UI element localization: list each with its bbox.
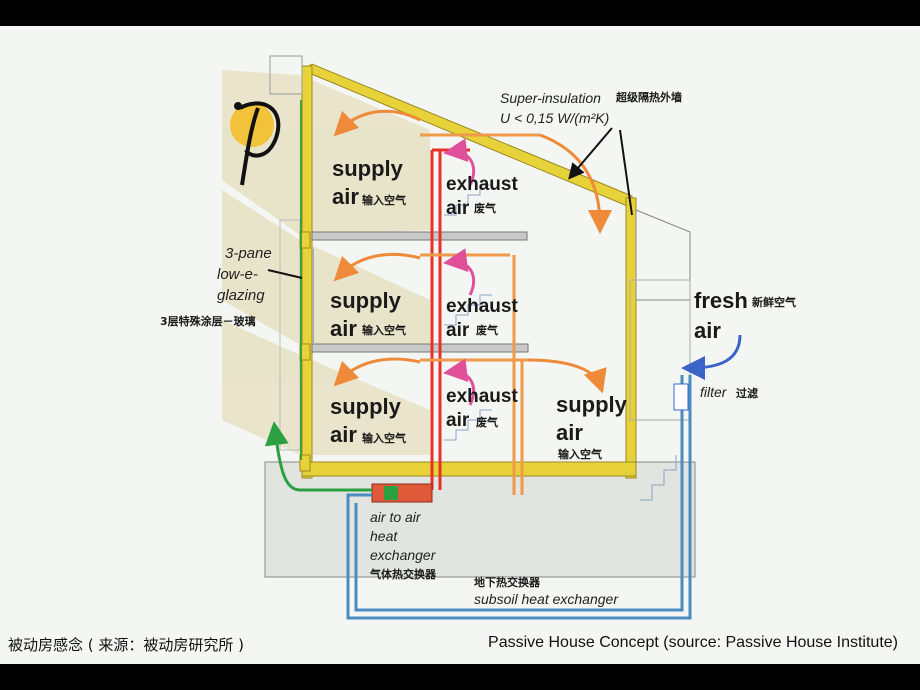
passive-house-logo-icon: [230, 101, 281, 186]
supply-label-3: supply: [330, 394, 402, 419]
supply-cn-3: 输入空气: [362, 431, 406, 445]
glazing-line-2: low-e-: [217, 266, 258, 283]
glazing-line-3: glazing: [217, 287, 265, 304]
exhaust-cn-2: 废气: [476, 323, 498, 337]
exhaust-label-1: exhaust: [446, 174, 518, 195]
super-insulation-cn: 超级隔热外墙: [615, 90, 682, 104]
basement: [264, 461, 696, 578]
outlet-air-arrow: [264, 421, 372, 492]
filter-unit: [673, 383, 689, 411]
supply-label-4: supply: [556, 392, 628, 417]
filter-cn: 过滤: [736, 386, 758, 400]
air-label-4: air: [556, 420, 583, 445]
supply-label-1: supply: [332, 156, 404, 181]
hx-line-1: air to air: [370, 509, 422, 525]
supply-cn-1: 输入空气: [362, 193, 406, 207]
hx-line-2: heat: [370, 528, 398, 544]
hx-line-3: exchanger: [370, 547, 437, 563]
air-label-2: air: [330, 316, 357, 341]
exhaust-air-label-3: air: [446, 410, 470, 431]
fresh-cn: 新鲜空气: [752, 295, 796, 309]
glazing-cn: 3层特殊涂层－玻璃: [160, 314, 256, 328]
air-label-3: air: [330, 422, 357, 447]
subsoil-duct: [346, 375, 692, 620]
exhaust-label-3: exhaust: [446, 386, 518, 407]
supply-label-2: supply: [330, 288, 402, 313]
subsoil-cn: 地下热交换器: [474, 575, 541, 589]
slide: supply air 输入空气 exhaust air 废气 supply ai…: [0, 26, 920, 664]
fresh-label: fresh: [694, 288, 748, 313]
passive-house-diagram: supply air 输入空气 exhaust air 废气 supply ai…: [160, 55, 796, 620]
heat-exchanger-unit: [371, 483, 433, 503]
glazing-line-1: 3-pane: [225, 245, 272, 262]
supply-cn-2: 输入空气: [362, 323, 406, 337]
fresh-air-arrow: [681, 334, 742, 380]
caption-english: Passive House Concept (source: Passive H…: [488, 634, 898, 651]
u-value-label: U < 0,15 W/(m²K): [500, 110, 609, 126]
supply-cn-4: 输入空气: [558, 447, 602, 461]
exhaust-air-label-1: air: [446, 198, 470, 219]
exhaust-cn-1: 废气: [474, 201, 496, 215]
exhaust-label-2: exhaust: [446, 296, 518, 317]
exhaust-cn-3: 废气: [476, 415, 498, 429]
fresh-air-label: air: [694, 318, 721, 343]
callout-lines: [267, 127, 633, 279]
super-insulation-label: Super-insulation: [500, 90, 601, 106]
subsoil-label: subsoil heat exchanger: [474, 591, 619, 607]
air-label-1: air: [332, 184, 359, 209]
exhaust-air-label-2: air: [446, 320, 470, 341]
filter-label: filter: [700, 384, 728, 400]
caption-chinese: 被动房感念 ( 来源：被动房研究所 ): [8, 636, 245, 654]
exhaust-air-arrows: [443, 138, 476, 406]
supply-air-arrows: [333, 109, 612, 394]
hx-cn: 气体热交换器: [369, 567, 437, 581]
stairs: [444, 184, 677, 501]
